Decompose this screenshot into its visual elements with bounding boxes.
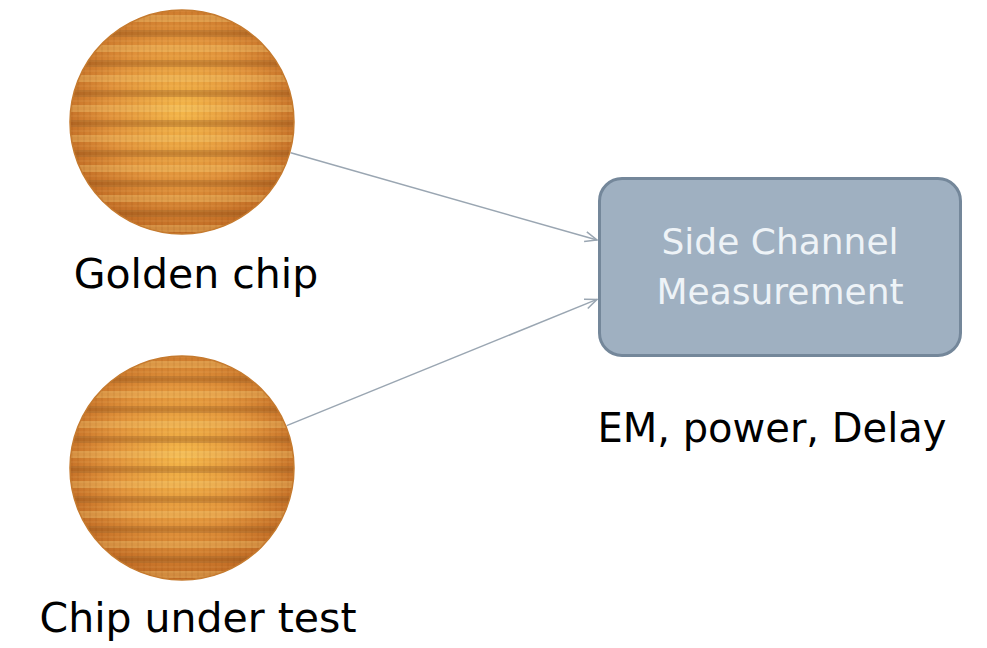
arrow-connector <box>287 299 597 425</box>
wafer-illustration <box>69 355 295 581</box>
chip-label: Chip under test <box>40 595 357 642</box>
arrow-connector <box>291 153 597 240</box>
process-box: Side Channel Measurement <box>598 177 962 357</box>
wafer-node: Chip under test <box>69 355 295 581</box>
chip-label: Golden chip <box>74 251 318 298</box>
wafer-illustration <box>69 9 295 235</box>
wafer-node: Golden chip <box>69 9 295 235</box>
box-text: Side Channel Measurement <box>619 217 941 318</box>
measurement-types: EM, power, Delay <box>598 405 947 451</box>
